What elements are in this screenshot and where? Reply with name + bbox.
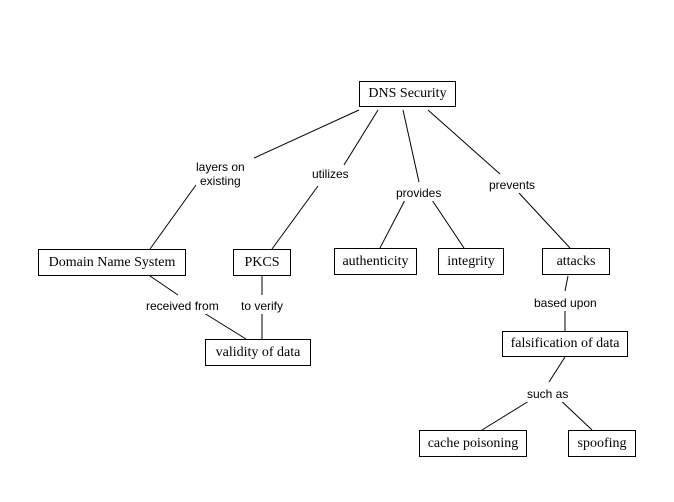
node-label: validity of data (215, 344, 301, 360)
edge-label-line1: layers on (196, 160, 245, 174)
connection-line-attacks-to-based (564, 275, 569, 292)
connection-line-dns-to-prevents (427, 109, 501, 175)
edge-label-line1: received from (146, 299, 219, 313)
edge-label-utilizes: utilizes (312, 167, 349, 182)
node-label: DNS Security (368, 86, 447, 101)
node-label: integrity (447, 253, 495, 269)
node-label: cache poisoning (427, 435, 519, 451)
node-label: Domain Name System (48, 254, 176, 270)
node-label: falsification of data (510, 336, 620, 351)
node-label: PKCS (244, 254, 280, 270)
connection-line-provides-to-auth (379, 199, 406, 249)
edge-label-provides: provides (396, 186, 442, 201)
connection-line-utilizes-to-pkcs (271, 185, 319, 250)
edge-label-line1: to verify (241, 299, 284, 313)
node-validity-of-data[interactable]: validity of data (205, 339, 311, 366)
connection-line-provides-to-integ (431, 199, 465, 249)
node-label: attacks (556, 253, 596, 269)
edge-label-line1: such as (527, 387, 569, 401)
connection-line-falsify-to-suchas (548, 356, 566, 383)
edge-label-line2: existing (200, 173, 241, 188)
node-label: authenticity (342, 253, 409, 269)
node-dns-security[interactable]: DNS Security (359, 81, 456, 107)
edge-label-such-as: such as (527, 387, 569, 402)
edge-label-line1: based upon (534, 296, 597, 310)
connection-line-dns-to-utilizes (343, 109, 379, 166)
node-spoofing[interactable]: spoofing (568, 430, 636, 457)
edge-label-line1: prevents (489, 178, 536, 192)
node-falsification[interactable]: falsification of data (502, 331, 628, 357)
node-pkcs[interactable]: PKCS (233, 249, 291, 276)
connection-line-prevents-to-attacks (518, 192, 571, 249)
node-label: spoofing (577, 435, 627, 451)
node-cache-poisoning[interactable]: cache poisoning (419, 430, 527, 457)
node-authenticity[interactable]: authenticity (334, 248, 417, 275)
edge-label-received-from: received from (146, 299, 219, 314)
connection-line-dns-to-layers (253, 109, 360, 159)
edge-label-line1: utilizes (312, 167, 349, 181)
node-domain-name-system[interactable]: Domain Name System (38, 249, 186, 276)
connection-line-dns-to-provides (402, 109, 420, 183)
connection-line-layers-to-dns-system (149, 184, 197, 250)
node-attacks[interactable]: attacks (542, 248, 610, 275)
edge-label-prevents: prevents (489, 178, 536, 193)
edge-label-to-verify: to verify (241, 299, 284, 314)
edge-label-based-upon: based upon (534, 296, 597, 311)
edge-label-line1: provides (396, 186, 442, 200)
connection-line-dns-sys-to-received (149, 275, 179, 296)
node-integrity[interactable]: integrity (438, 248, 504, 275)
